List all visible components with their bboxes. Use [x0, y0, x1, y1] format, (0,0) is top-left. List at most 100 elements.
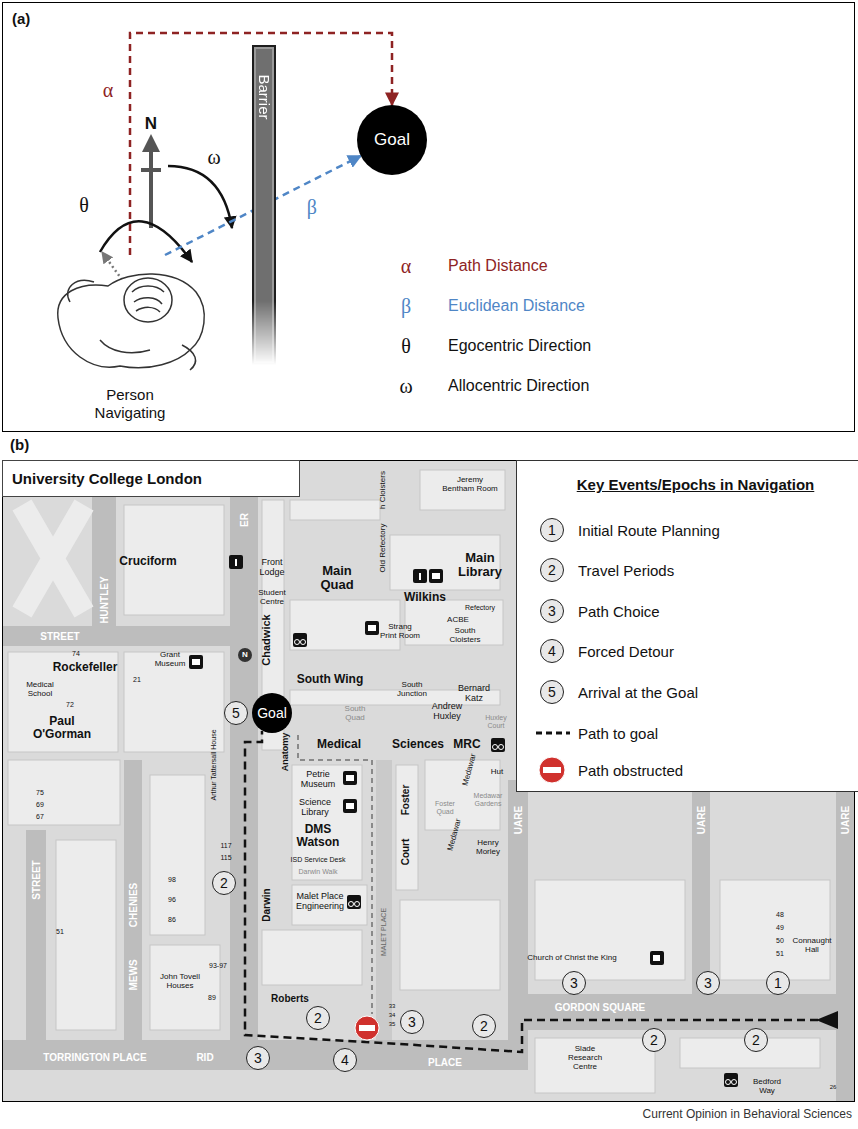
map-label: CHENIES — [128, 883, 139, 927]
map-label: Student Centre — [249, 589, 295, 607]
map-label: UARE — [513, 806, 524, 834]
symbol-label: Allocentric Direction — [448, 377, 589, 395]
legend-text: Path obstructed — [578, 762, 683, 779]
map-label: Rockefeller — [53, 661, 118, 674]
map-label: Refectory — [465, 604, 495, 612]
map-label: Andrew Huxley — [426, 702, 468, 722]
symbol-label: Euclidean Distance — [448, 297, 585, 315]
map-label: Front Lodge — [252, 558, 292, 578]
map-label: Main Quad — [316, 564, 358, 593]
navigation-illustration — [0, 0, 858, 440]
node-text: (a) — [12, 10, 30, 27]
legend-text: Initial Route Planning — [578, 522, 720, 539]
map-label: Paul O'Gorman — [31, 715, 93, 741]
map-label: h Cloisters — [379, 471, 388, 509]
map-label: Cruciform — [119, 555, 176, 568]
node-text: Goal — [257, 705, 287, 721]
cruciform-building — [22, 505, 84, 612]
map-label: 35 — [389, 1021, 396, 1028]
symbol-label: α — [401, 255, 411, 277]
map-label: Science Library — [293, 798, 337, 818]
map-label: ISD Service Desk — [291, 856, 346, 864]
map-label: Court — [400, 839, 411, 866]
map-label: 51 — [56, 928, 64, 936]
legend-samples — [516, 460, 855, 792]
map-label: 86 — [168, 916, 176, 924]
allocentric-arc — [168, 166, 232, 228]
callout-number: 2 — [540, 558, 564, 582]
figure-caption: Current Opinion in Behavioral Sciences — [643, 1108, 852, 1121]
callout-text: 2 — [650, 1033, 658, 1047]
map-label: 72 — [66, 701, 74, 709]
north-arrow — [141, 134, 161, 228]
symbol-label: ω — [207, 146, 220, 168]
callout-text: 4 — [341, 1053, 349, 1067]
map-label: ACBE — [447, 616, 469, 625]
map-label: Malet Place Engineering — [295, 892, 345, 912]
symbol-label: N — [145, 115, 157, 134]
map-label: Bernard Katz — [454, 684, 494, 704]
map-label: Darwin Walk — [298, 868, 337, 876]
map-label: Sciences — [392, 738, 444, 751]
callout-text: 2 — [314, 1011, 322, 1025]
map-label: 93-97 — [209, 962, 227, 970]
symbol-label: β — [401, 295, 411, 317]
map-label: 21 — [133, 676, 141, 684]
callout-number: 4 — [333, 1048, 357, 1072]
callout-number: 3 — [400, 1010, 424, 1034]
callout-number: 2 — [306, 1006, 330, 1030]
navigator-figure: Person Navigating — [45, 255, 215, 427]
callout-text: 2 — [752, 1033, 760, 1047]
map-label: Medawar — [446, 818, 463, 852]
map-label: 96 — [168, 896, 176, 904]
map-label: Strang Print Room — [379, 623, 421, 641]
path-label: β — [307, 196, 317, 218]
map-label: STREET — [31, 860, 42, 899]
map-label: Old Refectory — [379, 524, 388, 573]
map-label: 115 — [220, 854, 231, 862]
map-label: Hut — [491, 768, 503, 777]
map-label: 98 — [168, 876, 176, 884]
map-label: 26 — [830, 1084, 837, 1091]
symbol-label: Path Distance — [448, 257, 548, 275]
map-label: DMS Watson — [292, 823, 344, 849]
callout-number: 3 — [246, 1046, 270, 1070]
map-label: Foster Quad — [429, 800, 461, 815]
map-label: MALET PLACE — [380, 908, 388, 956]
symbol-label: ω — [399, 375, 412, 397]
map-label: 33 — [389, 1003, 396, 1010]
map-label: RID — [196, 1052, 213, 1063]
legend-box: Key Events/Epochs in NavigationInitial R… — [516, 460, 858, 792]
map-label: Church of Christ the King — [527, 954, 616, 963]
map-label: 67 — [36, 813, 44, 821]
map-label: Main Library — [456, 551, 504, 580]
map-label: HUNTLEY — [99, 576, 110, 623]
map-label: 117 — [220, 842, 231, 850]
callout-text: 1 — [774, 976, 782, 990]
map-label: Medawar Gardens — [470, 792, 506, 807]
map-label: South Junction — [391, 681, 433, 699]
node-text: Goal — [374, 130, 410, 150]
node-text: Person Navigating — [80, 386, 180, 424]
map-label: Wilkins — [404, 591, 446, 604]
callout-text: 2 — [220, 876, 228, 890]
map-title-box: University College London — [2, 460, 300, 497]
map-label: Jeremy Bentham Room — [441, 476, 499, 494]
map-label: Grant Museum — [152, 651, 188, 669]
map-label: 50 — [776, 937, 784, 945]
callout-number: 1 — [766, 971, 790, 995]
legend-text: Forced Detour — [578, 643, 674, 660]
map-label: TORRINGTON PLACE — [43, 1052, 147, 1063]
callout-text: 3 — [570, 976, 578, 990]
callout-number: 4 — [540, 639, 564, 663]
callout-text: 5 — [232, 706, 240, 720]
map-label: South Wing — [297, 673, 364, 686]
map-label: John Tovell Houses — [157, 973, 203, 991]
map-label: 34 — [389, 1012, 396, 1019]
map-label: MRC — [453, 738, 480, 751]
map-label: 74 — [72, 650, 80, 658]
symbol-label: θ — [401, 335, 411, 357]
map-label: Roberts — [271, 993, 309, 1004]
figure-panel: (a)BarrierGoalPerson Navigating — [2, 2, 855, 432]
map-label: South Quad — [339, 705, 371, 723]
